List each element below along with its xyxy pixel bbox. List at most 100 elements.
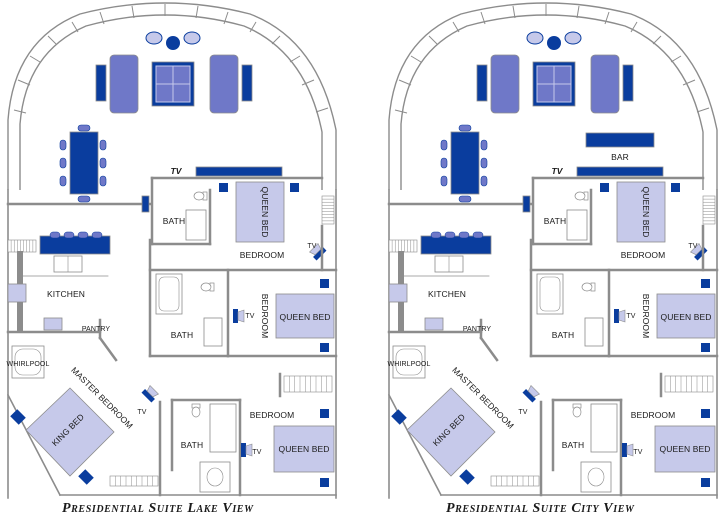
tv-label: TV [688,243,697,250]
tv-credenza [576,166,664,177]
radiator-frame [321,195,335,225]
queen-bed-label: QUEEN BED [661,312,712,322]
queen-bed-label: QUEEN BED [660,444,711,454]
kitchen-counter [39,235,111,255]
dining-chair [77,195,91,203]
bar-stool [77,231,89,239]
bedroom-label: BEDROOM [240,250,285,260]
window-mullion [452,21,460,33]
dining-chair [480,157,488,169]
window-mullion [630,21,638,33]
bar-stool [444,231,456,239]
kitchen-label: KITCHEN [47,289,85,299]
sink-basin [206,467,224,487]
radiator-frame [664,375,714,393]
kitchen-appliance [424,317,444,331]
lamp [166,36,180,50]
tub-inner [158,276,180,312]
tv-label: TV [626,313,635,320]
queen-bed [656,293,716,339]
bedroom-label: BEDROOM [641,294,651,339]
window-mullion [29,55,41,63]
bath-label: BATH [163,216,185,226]
toilet-bowl [574,191,586,201]
tv-icon [522,385,540,403]
bar-stool [430,231,442,239]
window-mullion [289,55,301,63]
dining-chair [440,139,448,151]
nightstand [701,478,710,487]
window-mullion [682,79,696,86]
queen-bed [235,181,285,243]
nightstand [391,409,407,425]
bathtub [536,273,564,315]
armchair [564,31,582,45]
bar-stool [49,231,61,239]
wall-pantry-angle [98,336,118,362]
tv-stand [527,385,540,398]
tv-label: TV [245,313,254,320]
bar-counter [585,132,655,148]
window-mullion [47,35,57,45]
radiator-frame [7,239,37,253]
armchair [145,31,163,45]
queen-bed [273,425,335,473]
tv-stand [309,243,322,256]
bedroom-label: BEDROOM [260,294,270,339]
window-mullion [652,35,662,45]
radiator [664,375,714,393]
nightstand [320,478,329,487]
nightstand [701,409,710,418]
window-mullion [249,21,257,33]
tv-label: TV [551,166,563,176]
window-mullion [13,109,27,114]
nightstand [459,469,475,485]
wall-lamp [141,195,150,213]
tv-screen [141,389,155,403]
sink-basin [587,467,605,487]
bath-label: BATH [181,440,203,450]
tv-stand [626,443,634,457]
tub-inner [539,276,561,312]
tv-icon [622,443,634,457]
end-table [95,64,107,102]
tv-screen [241,443,246,457]
tv-screen [614,309,619,323]
toilet-bowl [193,191,205,201]
tv-stand [146,385,159,398]
sofa [109,54,139,114]
vanity [584,317,604,347]
nightstand [290,183,299,192]
tv-screen [622,443,627,457]
exterior-wall-outer [388,2,718,190]
queen-bed-label: QUEEN BED [641,187,651,238]
armchair [183,31,201,45]
radiator [490,475,540,487]
radiator-frame [702,195,716,225]
radiator [283,375,333,393]
end-table [241,64,253,102]
dining-chair [59,175,67,187]
tv-screen [233,309,238,323]
vanity [566,209,588,241]
tv-label: TV [137,409,146,416]
bar-stool [63,231,75,239]
toilet [200,282,215,292]
queen-bed [616,181,666,243]
end-table [476,64,488,102]
dining-chair [440,157,448,169]
dining-chair [59,157,67,169]
tv-label: TV [518,409,527,416]
dining-table [450,131,480,195]
window-mullion [394,109,408,114]
nightstand [671,183,680,192]
exterior-wall-outer [7,2,337,190]
radiator-frame [109,475,159,487]
kitchen-label: KITCHEN [428,289,466,299]
end-table [622,64,634,102]
radiator [7,239,37,253]
bath-label: BATH [544,216,566,226]
wall-lamp [522,195,531,213]
